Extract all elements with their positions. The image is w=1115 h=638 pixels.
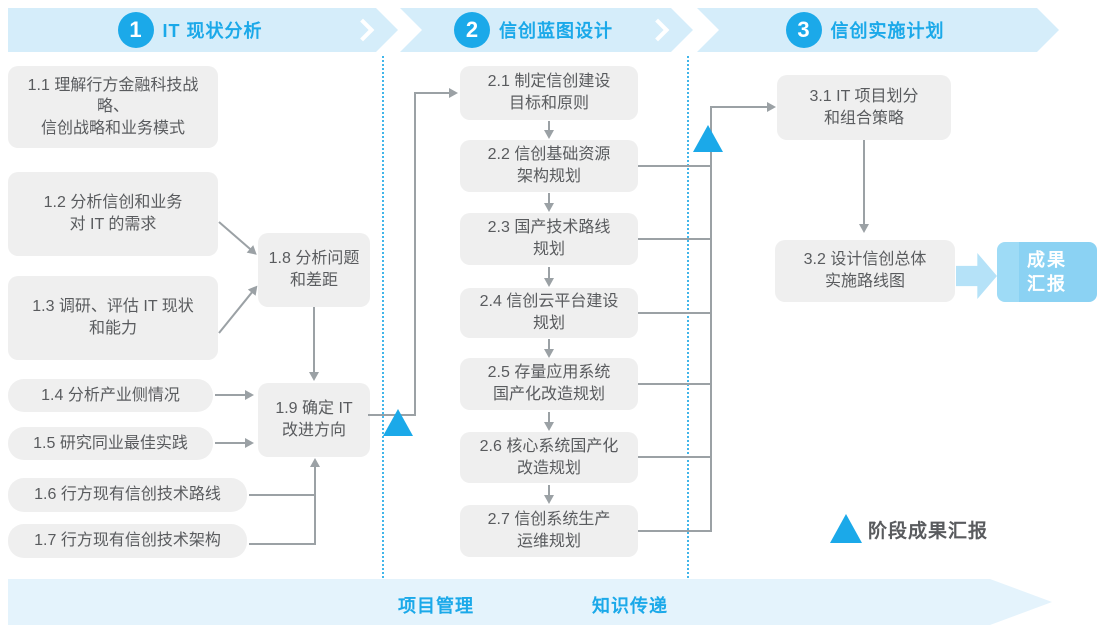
connector-1-9-riser — [414, 93, 416, 416]
connector-2-5-to-2-6 — [548, 412, 550, 423]
task-box-1-3: 1.3 调研、评估 IT 现状 和能力 — [8, 276, 218, 360]
connector-1-4-to-1-9 — [215, 394, 245, 396]
connector-1-2-to-1-8 — [218, 221, 261, 259]
milestone-triangle-phase-2 — [693, 125, 723, 152]
task-box-2-6: 2.6 核心系统国产化 改造规划 — [460, 432, 638, 483]
task-box-1-2: 1.2 分析信创和业务 对 IT 的需求 — [8, 172, 218, 256]
arrow-to-outcome-icon — [956, 253, 997, 299]
phase-separator-line-1 — [382, 56, 384, 578]
phase-3-number-badge: 3 — [786, 12, 822, 48]
footer-label-knowledge-transfer: 知识传递 — [592, 596, 668, 616]
arrowhead-down — [544, 130, 554, 139]
arrowhead-down — [544, 349, 554, 358]
phase-3-title: 信创实施计划 — [830, 21, 945, 41]
phase-1-header-band: 1 IT 现状分析 — [8, 8, 398, 52]
task-box-1-9: 1.9 确定 IT 改进方向 — [258, 383, 370, 457]
task-box-1-6: 1.6 行方现有信创技术路线 — [8, 478, 247, 512]
task-box-2-4: 2.4 信创云平台建设 规划 — [460, 288, 638, 338]
task-box-3-1: 3.1 IT 项目划分 和组合策略 — [777, 75, 951, 140]
connector-3-1-to-3-2 — [863, 140, 865, 225]
footer-label-project-management: 项目管理 — [398, 596, 474, 616]
phase-3-header-band: 3 信创实施计划 — [697, 8, 1059, 52]
task-box-1-7: 1.7 行方现有信创技术架构 — [8, 524, 247, 558]
connector-2-1-to-2-2 — [548, 121, 550, 131]
connector-1-8-to-1-9 — [313, 307, 315, 372]
connector-2-3-out — [638, 238, 712, 240]
arrowhead-down — [309, 372, 319, 381]
connector-to-3-1 — [710, 106, 767, 108]
arrowhead-right — [245, 390, 254, 400]
connector-1-6-7-to-1-9 — [314, 467, 316, 545]
task-box-1-5: 1.5 研究同业最佳实践 — [8, 427, 213, 460]
arrowhead-down — [544, 278, 554, 287]
connector-1-5-to-1-9 — [215, 442, 245, 444]
chevron-right-icon — [352, 19, 375, 42]
arrowhead-right — [449, 88, 458, 98]
connector-to-2-1 — [414, 92, 449, 94]
task-box-2-7: 2.7 信创系统生产 运维规划 — [460, 505, 638, 557]
chevron-right-icon — [647, 19, 670, 42]
connector-2-6-to-2-7 — [548, 485, 550, 496]
connector-collector-riser — [710, 106, 712, 532]
phase-separator-line-2 — [687, 56, 689, 578]
task-box-1-8: 1.8 分析问题 和差距 — [258, 233, 370, 307]
task-box-2-1: 2.1 制定信创建设 目标和原则 — [460, 66, 638, 120]
phase-2-title: 信创蓝图设计 — [499, 21, 613, 41]
arrowhead-down — [544, 495, 554, 504]
phase-1-title: IT 现状分析 — [162, 21, 263, 41]
connector-1-7-elbow — [249, 543, 316, 545]
arrowhead-right — [245, 438, 254, 448]
connector-2-4-to-2-5 — [548, 339, 550, 350]
connector-1-6-elbow — [249, 494, 316, 496]
task-box-1-4: 1.4 分析产业侧情况 — [8, 379, 213, 412]
outcome-report-box: 成果 汇报 — [997, 242, 1097, 302]
phase-1-number-badge: 1 — [118, 12, 154, 48]
arrowhead-down — [859, 224, 869, 233]
connector-2-6-out — [638, 456, 712, 458]
task-box-3-2: 3.2 设计信创总体 实施路线图 — [775, 240, 955, 302]
task-box-2-5: 2.5 存量应用系统 国产化改造规划 — [460, 358, 638, 410]
task-box-2-2: 2.2 信创基础资源 架构规划 — [460, 140, 638, 192]
phase-2-number-badge: 2 — [454, 12, 490, 48]
arrowhead-down — [544, 422, 554, 431]
task-box-1-1: 1.1 理解行方金融科技战略、 信创战略和业务模式 — [8, 66, 218, 148]
connector-2-7-out — [638, 530, 712, 532]
connector-2-2-to-2-3 — [548, 193, 550, 204]
connector-2-4-out — [638, 312, 712, 314]
legend-label: 阶段成果汇报 — [868, 521, 989, 542]
phase-2-header-band: 2 信创蓝图设计 — [400, 8, 693, 52]
legend-triangle-icon — [830, 514, 862, 543]
arrowhead-down — [544, 203, 554, 212]
connector-2-3-to-2-4 — [548, 267, 550, 279]
milestone-triangle-phase-1 — [383, 409, 413, 436]
connector-2-5-out — [638, 383, 712, 385]
footer-band — [8, 579, 1052, 625]
arrowhead-up — [310, 458, 320, 467]
arrowhead-right — [767, 102, 776, 112]
connector-1-3-to-1-8 — [218, 282, 262, 334]
connector-2-2-out — [638, 165, 712, 167]
task-box-2-3: 2.3 国产技术路线 规划 — [460, 213, 638, 265]
